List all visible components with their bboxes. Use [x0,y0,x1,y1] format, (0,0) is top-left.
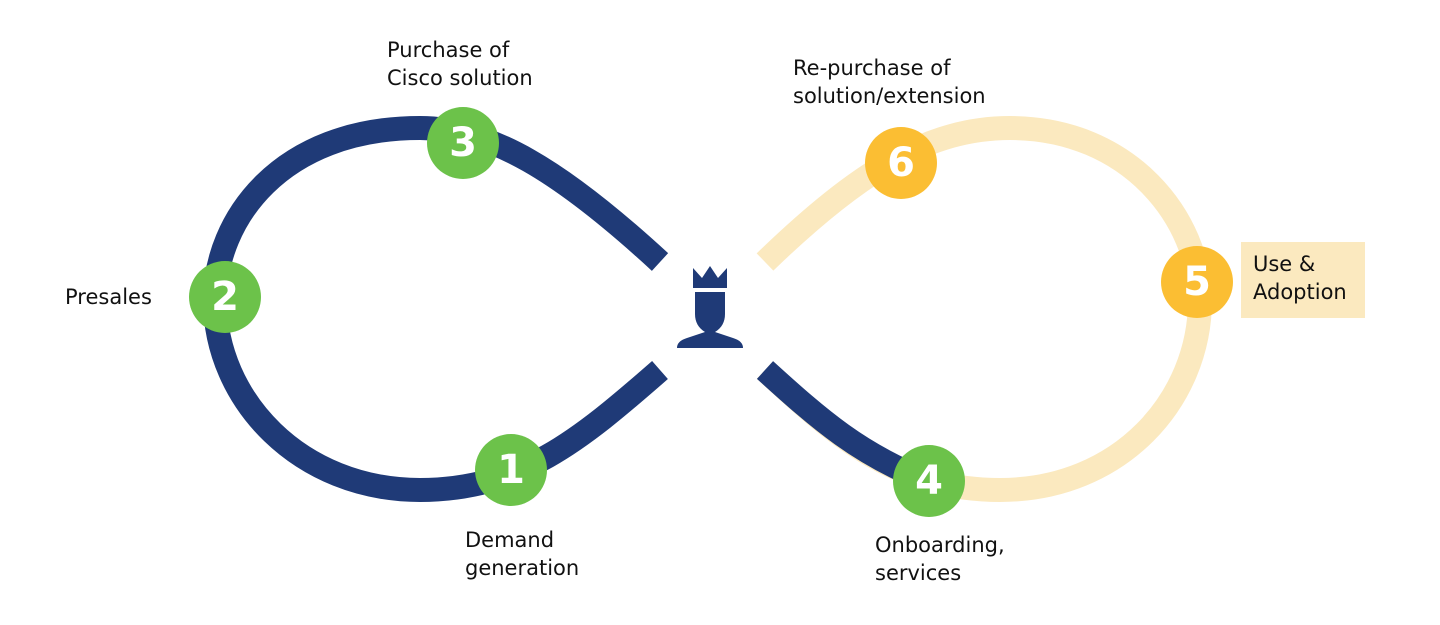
stage-5-label: Use & Adoption [1253,252,1347,304]
stage-4-badge: 4 [893,445,965,517]
stage-3-label: Purchase of Cisco solution [387,38,533,90]
stage-1-label: Demand generation [465,528,580,580]
stage-2-label: Presales [65,285,152,309]
stage-5-badge: 5 [1161,246,1233,318]
stage-2-badge: 2 [189,261,261,333]
stage-6-badge: 6 [865,127,937,199]
customer-king-icon [677,266,743,348]
stage-4-label: Onboarding, services [875,533,1005,585]
stage-5-highlight-box: Use & Adoption [1241,242,1365,318]
stage-1-badge: 1 [475,434,547,506]
left-loop-path [202,115,669,503]
stage-6-label: Re-purchase of solution/extension [793,56,986,108]
stage-3-badge: 3 [427,107,499,179]
